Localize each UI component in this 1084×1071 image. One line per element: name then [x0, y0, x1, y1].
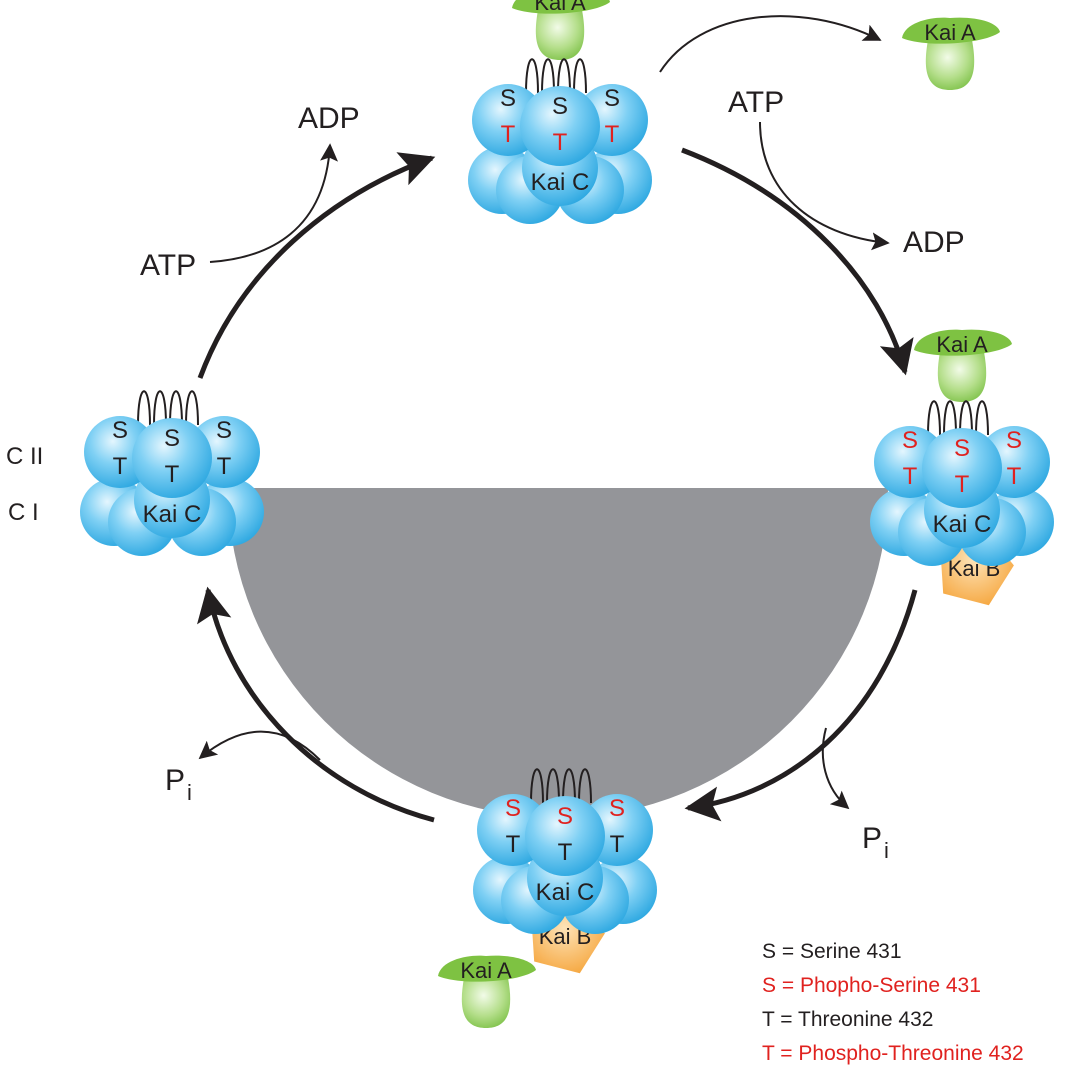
threonine-432-residue: T	[558, 839, 573, 866]
pi-label-right: Pi	[862, 822, 889, 863]
pi-label-left: Pi	[165, 764, 192, 805]
atp-label-top-left: ATP	[140, 249, 196, 282]
threonine-432-residue: T	[165, 461, 180, 488]
kaia-cap	[914, 329, 1012, 356]
threonine-432-residue: T	[553, 129, 568, 156]
serine-431-residue: S	[1006, 427, 1022, 454]
threonine-432-residue: T	[506, 831, 521, 858]
kaia-stalk	[937, 352, 987, 402]
free-kaia-bottom-left: Kai A	[438, 955, 536, 1028]
kaia-cap	[902, 17, 1000, 44]
legend-item: S = Serine 431	[762, 940, 902, 963]
cycle-arrow-top-to-right	[681, 147, 914, 376]
legend-item: S = Phopho-Serine 431	[762, 974, 981, 997]
serine-431-residue: S	[505, 795, 521, 822]
kaia-label: Kai A	[924, 20, 976, 45]
threonine-432-residue: T	[113, 453, 128, 480]
ci-domain-label: C I	[8, 499, 39, 526]
atp-to-adp-arrow-right	[759, 121, 890, 251]
cycle-arrow-bottom-to-left	[197, 586, 435, 823]
threonine-432-residue: T	[501, 121, 516, 148]
kaic-cii-domain	[132, 418, 212, 498]
atp-to-adp-arrow-left	[209, 143, 339, 263]
legend-item: T = Phospho-Threonine 432	[762, 1042, 1024, 1065]
kaic-label: Kai C	[536, 879, 595, 906]
atp-label-top-right: ATP	[728, 86, 784, 119]
threonine-432-residue: T	[903, 463, 918, 490]
cycle-arrow-left-to-top	[197, 152, 436, 379]
serine-431-residue: S	[557, 803, 573, 830]
kaia-protein: Kai A	[512, 0, 610, 60]
kaic-cii-domain	[520, 86, 600, 166]
kaic-cii-domain	[922, 428, 1002, 508]
legend-item: T = Threonine 432	[762, 1008, 933, 1031]
legend: S = Serine 431 S = Phopho-Serine 431 T =…	[762, 940, 1024, 1065]
kaic-c-terminal-loops	[530, 768, 592, 804]
kaic-cii-domain	[525, 796, 605, 876]
kaic-label: Kai C	[933, 511, 992, 538]
pi-release-arrow-left	[198, 730, 321, 761]
kaic-c-terminal-loops	[525, 58, 587, 94]
kaia-protein: Kai A	[438, 955, 536, 1028]
kaia-label: Kai A	[936, 332, 988, 357]
kaia-label: Kai A	[460, 958, 512, 983]
kaic-c-terminal-loops	[137, 390, 199, 426]
threonine-432-residue: T	[610, 831, 625, 858]
cii-domain-label: C II	[6, 443, 43, 470]
cycle-arrow-right-to-bottom	[684, 589, 918, 822]
serine-431-residue: S	[902, 427, 918, 454]
kaia-stalk	[925, 40, 975, 90]
kaia-cap	[512, 0, 610, 14]
threonine-432-residue: T	[955, 471, 970, 498]
serine-431-residue: S	[112, 417, 128, 444]
serine-431-residue: S	[500, 85, 516, 112]
serine-431-residue: S	[216, 417, 232, 444]
kaia-stalk	[461, 978, 511, 1028]
threonine-432-residue: T	[217, 453, 232, 480]
kaia-protein: Kai A	[902, 17, 1000, 90]
kaia-protein: Kai A	[914, 329, 1012, 402]
free-kaia-top-right: Kai A	[902, 17, 1000, 90]
kaia-label: Kai A	[534, 0, 586, 15]
adp-label-top-right: ADP	[903, 226, 965, 259]
kaic-label: Kai C	[143, 501, 202, 528]
kaic-label: Kai C	[531, 169, 590, 196]
kaia-cap	[438, 955, 536, 982]
kaia-stalk	[535, 10, 585, 60]
adp-label-top-left: ADP	[298, 102, 360, 135]
threonine-432-residue: T	[1007, 463, 1022, 490]
kaia-release-arrow	[659, 15, 882, 73]
pi-release-arrow-right	[821, 727, 850, 810]
threonine-432-residue: T	[605, 121, 620, 148]
serine-431-residue: S	[604, 85, 620, 112]
serine-431-residue: S	[609, 795, 625, 822]
serine-431-residue: S	[954, 435, 970, 462]
kaic-c-terminal-loops	[927, 400, 989, 436]
night-half-disc	[228, 488, 888, 818]
serine-431-residue: S	[552, 93, 568, 120]
serine-431-residue: S	[164, 425, 180, 452]
